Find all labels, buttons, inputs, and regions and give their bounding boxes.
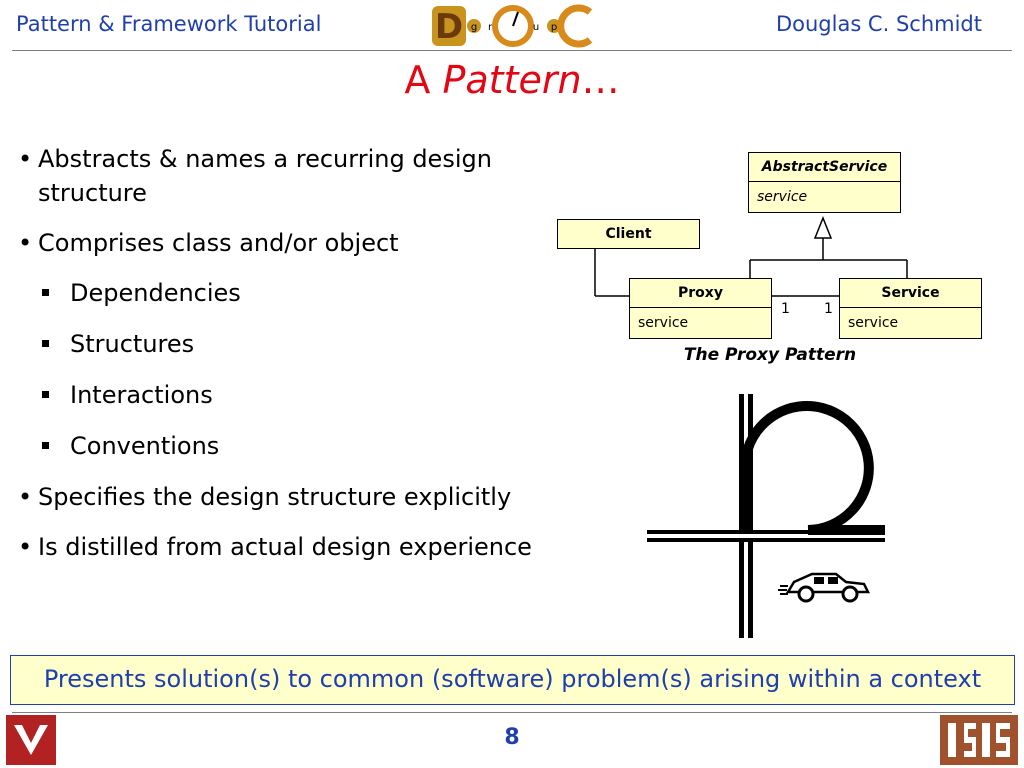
multiplicity-right: 1 [824,301,833,317]
sub-bullet-item: Dependencies [16,276,536,310]
client-name: Client [605,226,652,242]
svg-text:g: g [471,22,477,33]
service-op: service [848,315,899,331]
proxy-op: service [638,315,689,331]
bullet-list: Abstracts & names a recurring design str… [16,142,536,580]
sub-bullet-item: Interactions [16,378,536,412]
bullet-item: Abstracts & names a recurring design str… [16,142,536,210]
service-name: Service [840,279,981,308]
abstract-service-class: AbstractService service [748,152,901,213]
bullet-item: Specifies the design structure explicitl… [16,480,536,514]
header-course-title: Pattern & Framework Tutorial [16,12,322,36]
loop-road-illustration [647,394,885,638]
multiplicity-left: 1 [781,301,790,317]
svg-text:D: D [435,7,463,47]
svg-text:r: r [488,22,493,33]
car-icon [778,572,871,603]
doc-group-logo: D g r u p [432,4,593,48]
slide-title: A Pattern… [404,58,620,102]
bullet-item: Comprises class and/or object [16,226,536,260]
abstract-service-op: service [757,189,808,205]
footer-divider [12,712,1012,713]
svg-text:p: p [551,22,557,33]
sub-bullet-item: Conventions [16,429,536,463]
diagram-caption: The Proxy Pattern [683,345,857,365]
header-author: Douglas C. Schmidt [775,12,982,36]
page-number: 8 [504,725,520,750]
svg-text:u: u [533,22,539,33]
diagram-connectors [594,215,908,297]
proxy-class: Proxy service [629,278,772,339]
bullet-item: Is distilled from actual design experien… [16,530,536,564]
vanderbilt-logo [6,715,56,765]
proxy-name: Proxy [630,279,771,308]
isis-logo [940,715,1018,765]
header-divider [12,50,1012,51]
service-class: Service service [839,278,982,339]
conclusion-box: Presents solution(s) to common (software… [10,655,1015,705]
sub-bullet-item: Structures [16,327,536,361]
client-class: Client [557,219,700,249]
abstract-service-name: AbstractService [749,153,900,182]
